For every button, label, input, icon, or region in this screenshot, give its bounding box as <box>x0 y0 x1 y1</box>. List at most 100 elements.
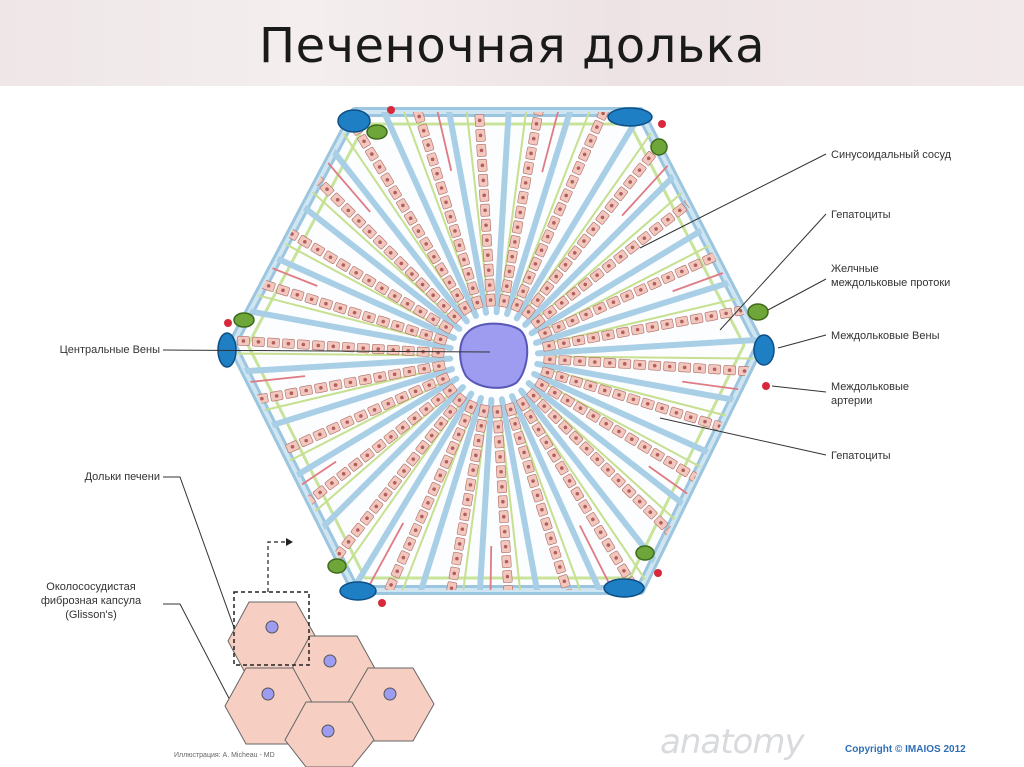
hepatocyte-nucleus <box>562 341 566 345</box>
hepatocyte-nucleus <box>734 244 739 249</box>
hepatocyte-nucleus <box>487 283 492 287</box>
hepatocyte-nucleus <box>652 281 657 286</box>
hepatocyte-nucleus <box>558 565 562 569</box>
hepatocyte-nucleus <box>393 190 397 195</box>
hepatocyte-nucleus <box>588 138 593 143</box>
hepatocyte-nucleus <box>571 291 576 296</box>
hepatocyte-nucleus <box>406 349 410 353</box>
hepatocyte-nucleus <box>567 479 572 483</box>
hepatocyte-nucleus <box>337 551 342 556</box>
hepatocyte-nucleus <box>429 433 434 438</box>
hepatocyte-nucleus <box>388 251 393 255</box>
hepatocyte-nucleus <box>439 267 444 272</box>
anatomy-watermark: anatomy <box>660 722 805 762</box>
hepatocyte-nucleus <box>617 429 621 434</box>
hepatocyte-nucleus <box>574 379 578 384</box>
hepatocyte-nucleus <box>444 616 448 620</box>
hepatocyte-nucleus <box>719 491 724 496</box>
hepatocyte-nucleus <box>367 315 371 319</box>
hepatocyte-nucleus <box>341 263 346 267</box>
hepatocyte-nucleus <box>357 219 361 223</box>
hepatocyte-nucleus <box>452 571 457 576</box>
hepatocyte-nucleus <box>607 264 611 268</box>
hepatocyte-nucleus <box>318 490 322 495</box>
hepatocyte-nucleus <box>245 399 249 404</box>
hepatocyte-nucleus <box>515 303 519 307</box>
hepatocyte-nucleus <box>507 605 511 609</box>
hepatocyte-nucleus <box>362 139 366 144</box>
liver-lobule-diagram <box>162 106 827 767</box>
hepatocyte-nucleus <box>552 390 557 395</box>
hepatocyte-nucleus <box>418 309 423 314</box>
hepatocyte-nucleus <box>547 344 551 348</box>
hepatocyte-nucleus <box>271 340 276 345</box>
bile-canaliculus <box>336 123 462 307</box>
hepatocyte-nucleus <box>562 579 567 584</box>
hepatocyte-nucleus <box>496 425 501 429</box>
hepatocyte-nucleus <box>301 342 306 347</box>
hepatocyte-nucleus <box>529 151 533 156</box>
hepatocyte <box>289 503 304 518</box>
hepatocyte-nucleus <box>367 229 372 234</box>
hepatocyte-nucleus <box>595 457 600 461</box>
hepatocyte-nucleus <box>426 501 430 505</box>
hepatocyte-nucleus <box>424 242 428 246</box>
hepatocyte-nucleus <box>436 398 440 402</box>
hepatocyte-nucleus <box>680 269 684 274</box>
hepatocyte-nucleus <box>630 245 635 250</box>
hepatocyte-nucleus <box>427 383 432 387</box>
hepatocyte-nucleus <box>420 445 425 450</box>
hepatocyte-nucleus <box>688 415 693 420</box>
hepatocyte-nucleus <box>457 243 462 248</box>
hepatocyte-nucleus <box>486 253 490 257</box>
hepatocyte-nucleus <box>484 223 488 228</box>
hepatocyte-nucleus <box>463 306 467 310</box>
hepatocyte-nucleus <box>666 217 670 222</box>
hepatocyte-nucleus <box>523 181 528 185</box>
hepatocyte-nucleus <box>682 365 687 370</box>
hepatocyte-nucleus <box>330 481 334 485</box>
label-hepatocytes-top: Гепатоциты <box>831 209 891 221</box>
hepatocyte-nucleus <box>480 163 485 168</box>
label-bile-ducts-line2: междольковые протоки <box>831 277 951 289</box>
sinusoid <box>522 154 695 328</box>
hepatocyte-nucleus <box>395 324 400 328</box>
hepatocyte-nucleus <box>424 407 429 411</box>
hepatocyte-nucleus <box>576 166 581 170</box>
hepatocyte-nucleus <box>703 419 707 424</box>
hepatocyte-nucleus <box>645 402 650 406</box>
hepatocyte-nucleus <box>412 416 417 421</box>
hepatocyte-nucleus <box>517 436 522 440</box>
hepatocyte-nucleus <box>439 421 443 426</box>
sinusoid <box>533 269 760 346</box>
hepatocyte-nucleus <box>316 343 321 348</box>
hepatocyte-nucleus <box>631 397 636 402</box>
hepatocyte-nucleus <box>697 366 702 371</box>
label-sinusoid: Синусоидальный сосуд <box>831 149 952 161</box>
hepatocyte <box>729 240 744 254</box>
bile-canaliculus <box>391 411 474 590</box>
hepatocyte-nucleus <box>527 275 532 280</box>
hepatocyte-nucleus <box>545 234 550 239</box>
hepatocyte-nucleus <box>746 433 750 437</box>
hepatocyte-nucleus <box>563 262 568 267</box>
hepatocyte-nucleus <box>638 288 643 292</box>
hepatocyte-nucleus <box>413 389 418 394</box>
hepatocyte-nucleus <box>309 297 314 302</box>
hepatocyte-nucleus <box>606 467 610 472</box>
label-bile-ducts: Желчные междольковые протоки <box>831 262 950 290</box>
hepatocyte-nucleus <box>655 452 660 457</box>
label-arteries-line1: Междольковые <box>831 381 910 393</box>
hepatocyte-nucleus <box>249 463 254 468</box>
hepatocyte-nucleus <box>701 190 706 194</box>
hepatocyte-nucleus <box>513 421 517 426</box>
hepatocyte-nucleus <box>681 468 685 473</box>
sinusoid <box>440 112 490 316</box>
hepatocyte-nucleus <box>471 286 475 291</box>
hepatocyte-nucleus <box>444 200 448 205</box>
bile-canaliculus <box>285 167 451 317</box>
hepatocyte-nucleus <box>438 337 443 342</box>
hepatocyte-nucleus <box>448 410 453 414</box>
sinusoid <box>513 113 642 322</box>
hepatocyte-nucleus <box>450 446 455 450</box>
